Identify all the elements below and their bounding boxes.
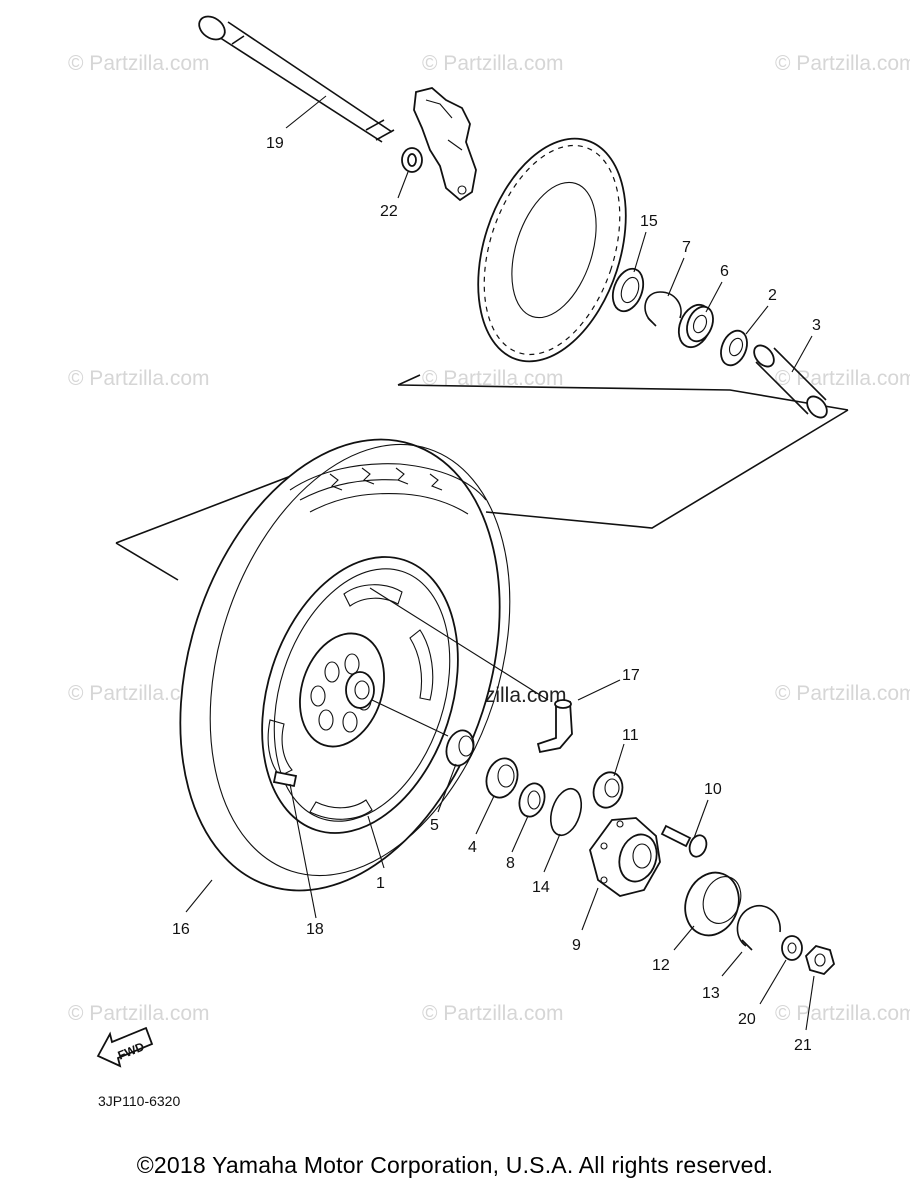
part-oil-seal-15 bbox=[611, 267, 645, 313]
axis-line bbox=[371, 699, 449, 737]
callout-22: 22 bbox=[380, 203, 398, 220]
callout-7: 7 bbox=[682, 239, 691, 256]
part-circlip-13 bbox=[736, 905, 781, 951]
part-collar-11 bbox=[592, 771, 624, 809]
watermark: © Partzilla.com bbox=[422, 367, 564, 390]
part-nut-21 bbox=[804, 944, 836, 976]
callout-3: 3 bbox=[812, 317, 821, 334]
part-brake-disc bbox=[477, 137, 627, 363]
part-clutch-hub-9 bbox=[589, 817, 661, 897]
leader-lines bbox=[185, 95, 815, 1031]
callout-17: 17 bbox=[622, 667, 640, 684]
watermark: © Partzilla.com bbox=[775, 52, 910, 75]
part-air-valve-17 bbox=[536, 699, 573, 754]
part-axle bbox=[198, 15, 395, 143]
callout-20: 20 bbox=[738, 1011, 756, 1028]
callout-2: 2 bbox=[768, 287, 777, 304]
part-wheel-1 bbox=[261, 556, 459, 834]
part-bracket bbox=[413, 87, 477, 202]
callout-1: 1 bbox=[376, 875, 385, 892]
callout-8: 8 bbox=[506, 855, 515, 872]
callout-19: 19 bbox=[266, 135, 284, 152]
part-bearing-4 bbox=[485, 757, 519, 799]
callout-15: 15 bbox=[640, 213, 658, 230]
callout-18: 18 bbox=[306, 921, 324, 938]
part-spacer-5 bbox=[445, 729, 475, 767]
callout-16: 16 bbox=[172, 921, 190, 938]
callout-4: 4 bbox=[468, 839, 477, 856]
part-bolt-10 bbox=[660, 824, 708, 858]
callout-21: 21 bbox=[794, 1037, 812, 1054]
copyright-notice: ©2018 Yamaha Motor Corporation, U.S.A. A… bbox=[136, 1152, 774, 1178]
part-collar-2 bbox=[720, 329, 748, 367]
watermark: © Partzilla.com bbox=[775, 682, 910, 705]
part-spacer-3 bbox=[753, 344, 828, 419]
callout-6: 6 bbox=[720, 263, 729, 280]
part-drum-12 bbox=[684, 871, 742, 937]
callout-10: 10 bbox=[704, 781, 722, 798]
watermark-layer: © Partzilla.com © Partzilla.com © Partzi… bbox=[68, 52, 910, 1025]
part-oil-seal-8 bbox=[518, 782, 546, 818]
watermark: © Partzilla.com bbox=[68, 367, 210, 390]
watermark: © Partzilla.com bbox=[68, 682, 210, 705]
watermark: © Partzilla.com bbox=[68, 1002, 210, 1025]
watermark: © Partzilla.com bbox=[422, 1002, 564, 1025]
callout-5: 5 bbox=[430, 817, 439, 834]
watermark: © Partzilla.com bbox=[68, 52, 210, 75]
part-bearing-6 bbox=[677, 303, 714, 349]
callout-labels: 19 22 15 7 6 2 3 17 11 10 5 4 8 14 9 12 … bbox=[172, 135, 821, 1054]
watermark: © Partzilla.com bbox=[422, 52, 564, 75]
watermark: © Partzilla.com bbox=[775, 367, 910, 390]
part-washer-20 bbox=[781, 935, 803, 961]
callout-13: 13 bbox=[702, 985, 720, 1002]
part-balance-weight-18 bbox=[272, 770, 298, 788]
watermark: © Partzilla.com bbox=[775, 1002, 910, 1025]
callout-12: 12 bbox=[652, 957, 670, 974]
callout-14: 14 bbox=[532, 879, 550, 896]
diagram-code: 3JP110-6320 bbox=[98, 1093, 180, 1109]
valve-guide-line bbox=[369, 587, 549, 701]
callout-11: 11 bbox=[622, 727, 639, 744]
part-washer-22 bbox=[401, 147, 423, 173]
part-circlip-7 bbox=[644, 291, 682, 327]
callout-9: 9 bbox=[572, 937, 581, 954]
part-o-ring-14 bbox=[549, 787, 583, 837]
forward-arrow: FWD bbox=[96, 1026, 154, 1068]
